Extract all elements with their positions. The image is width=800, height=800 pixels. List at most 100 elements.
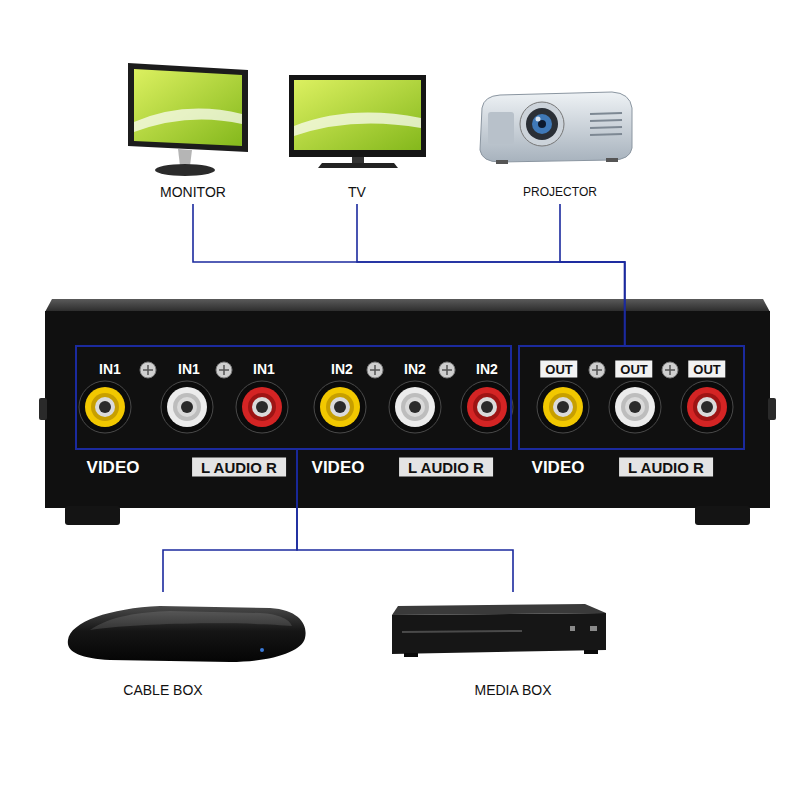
device-label: CABLE BOX <box>123 683 202 697</box>
jack-sleeve <box>177 397 197 417</box>
rca-jack-white <box>389 381 441 433</box>
rubber-foot <box>65 506 120 525</box>
input-label: IN2 <box>404 362 426 376</box>
lens-barrel <box>526 108 558 140</box>
input-label: IN1 <box>99 362 121 376</box>
jack-hole <box>557 401 569 413</box>
tv-illustration <box>289 75 426 168</box>
media-box-illustration <box>392 604 606 657</box>
switch-body <box>39 299 776 525</box>
screw-slot <box>665 365 675 375</box>
device-label: MONITOR <box>160 185 226 199</box>
jack-sleeve <box>95 397 115 417</box>
tv-neck <box>352 157 364 163</box>
input-group: IN1IN1IN1IN2IN2IN2 <box>75 345 512 450</box>
screw-slot <box>592 365 602 375</box>
screw <box>439 362 455 378</box>
jack-inner <box>91 393 119 421</box>
device-label: PROJECTOR <box>523 186 597 198</box>
port-label: L AUDIO R <box>619 458 713 477</box>
jack-hole <box>701 401 713 413</box>
jack-ring <box>167 387 207 427</box>
screw-head <box>439 362 455 378</box>
side-knob <box>39 398 47 420</box>
connector-line <box>193 204 625 345</box>
input-label: IN1 <box>178 362 200 376</box>
media-box-foot <box>584 650 598 654</box>
jack-collar <box>236 381 288 433</box>
screw-head <box>589 362 605 378</box>
rca-jacks <box>79 381 733 433</box>
monitor-neck <box>178 149 192 166</box>
jack-hole <box>99 401 111 413</box>
lens-center <box>538 120 546 128</box>
jack-inner <box>326 393 354 421</box>
jack-sleeve <box>330 397 350 417</box>
vent-line <box>590 134 622 135</box>
rca-jack-red <box>236 381 288 433</box>
projector-body <box>480 92 632 162</box>
jack-ring <box>85 387 125 427</box>
jack-inner <box>401 393 429 421</box>
rca-jack-red <box>681 381 733 433</box>
front-button <box>570 626 575 631</box>
input-label: IN2 <box>331 362 353 376</box>
jack-collar <box>79 381 131 433</box>
jack-collar <box>681 381 733 433</box>
connector-line <box>297 450 513 592</box>
output-label: OUT <box>540 361 577 378</box>
jack-collar <box>161 381 213 433</box>
jack-collar <box>461 381 513 433</box>
jack-collar <box>537 381 589 433</box>
jack-sleeve <box>625 397 645 417</box>
projector-panel <box>488 112 514 144</box>
screw-head <box>662 362 678 378</box>
jack-hole <box>334 401 346 413</box>
jack-inner <box>621 393 649 421</box>
jack-hole <box>629 401 641 413</box>
output-label: OUT <box>615 361 652 378</box>
jack-ring <box>395 387 435 427</box>
connector-line <box>560 204 625 345</box>
switch-front-face <box>45 311 770 508</box>
port-label: VIDEO <box>87 459 140 476</box>
switch-box: VIDEOL AUDIO RVIDEOL AUDIO RVIDEOL AUDIO… <box>45 300 770 510</box>
port-label: L AUDIO R <box>192 458 286 477</box>
status-led <box>260 648 264 652</box>
connector-group <box>163 204 625 592</box>
rca-jack-yellow <box>537 381 589 433</box>
jack-ring <box>242 387 282 427</box>
tv-screen <box>294 80 421 150</box>
connector-line <box>357 204 625 345</box>
switch-top-face <box>45 299 770 312</box>
projector-device: PROJECTOR <box>470 85 650 204</box>
vent-line <box>590 120 622 121</box>
tv-frame <box>289 75 426 157</box>
device-label: TV <box>348 185 366 199</box>
jack-sleeve <box>697 397 717 417</box>
projector-illustration <box>480 92 632 164</box>
screen-swoosh <box>294 113 421 136</box>
input-label: IN2 <box>476 362 498 376</box>
jack-inner <box>693 393 721 421</box>
port-label: VIDEO <box>312 459 365 476</box>
jack-collar <box>389 381 441 433</box>
screw-slot <box>370 365 380 375</box>
rca-jack-yellow <box>79 381 131 433</box>
tv-base <box>318 163 398 168</box>
output-label: OUT <box>688 361 725 378</box>
jack-ring <box>467 387 507 427</box>
jack-inner <box>549 393 577 421</box>
disc-slot <box>402 631 522 632</box>
rca-jack-white <box>609 381 661 433</box>
device-label: MEDIA BOX <box>474 683 551 697</box>
jack-inner <box>248 393 276 421</box>
jack-ring <box>615 387 655 427</box>
front-button <box>590 626 597 631</box>
projector-foot <box>496 160 508 164</box>
jack-inner <box>173 393 201 421</box>
lens-highlight <box>536 117 541 122</box>
screw-slot <box>219 365 229 375</box>
